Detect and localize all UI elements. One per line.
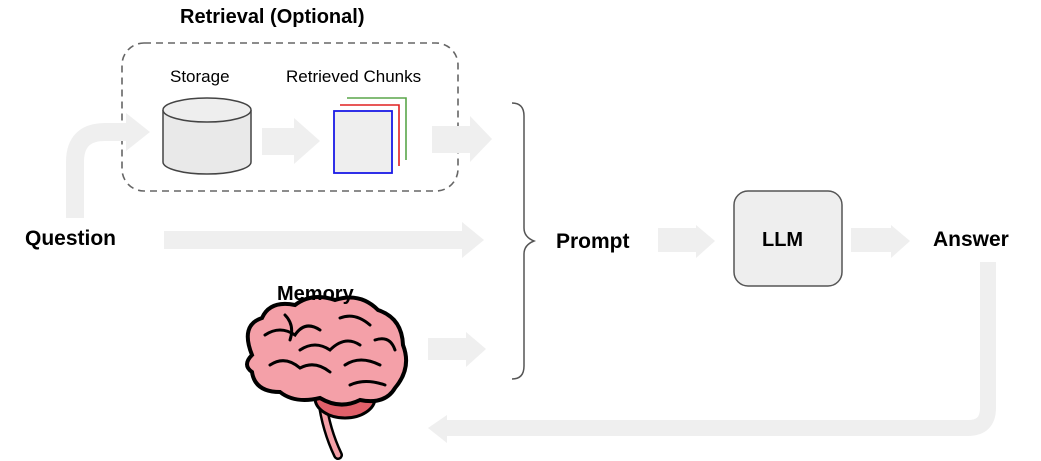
arrow-chunks-to-prompt (432, 116, 492, 162)
storage-label: Storage (170, 67, 230, 86)
retrieval-title: Retrieval (Optional) (180, 6, 365, 28)
llm-label: LLM (762, 229, 804, 251)
arrow-storage-to-chunks (262, 118, 320, 164)
arrow-answer-to-memory (428, 262, 996, 443)
question-label: Question (25, 227, 117, 250)
llm-box (733, 190, 843, 287)
arrow-question-to-prompt (164, 222, 484, 258)
storage-cylinder-icon (162, 97, 252, 175)
memory-label: Memory (277, 283, 354, 305)
retrieved-chunks-label: Retrieved Chunks (286, 67, 422, 86)
answer-label: Answer (933, 228, 1009, 251)
prompt-brace (511, 102, 537, 380)
brain-icon (245, 294, 409, 460)
retrieved-chunks-icon (333, 97, 407, 174)
retrieval-container (121, 42, 459, 192)
arrow-llm-to-answer (851, 225, 910, 258)
arrow-memory-to-prompt (428, 332, 486, 367)
arrow-question-to-storage (66, 113, 150, 218)
prompt-label: Prompt (556, 230, 630, 253)
arrow-prompt-to-llm (658, 225, 715, 258)
